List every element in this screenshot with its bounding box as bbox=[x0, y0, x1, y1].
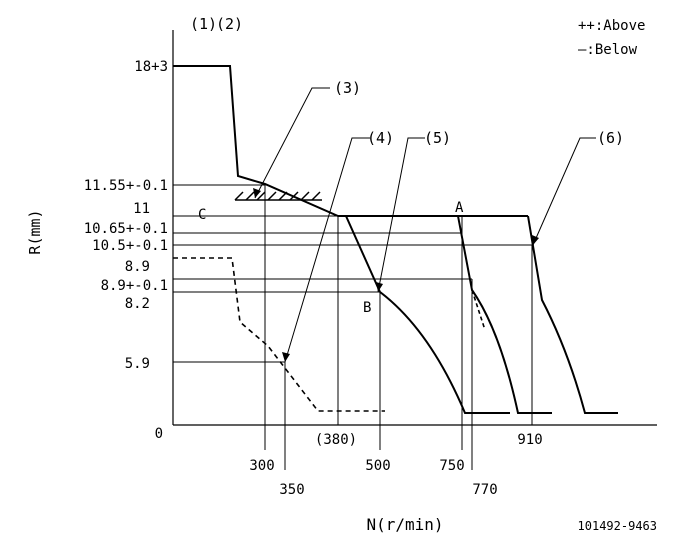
x-tick: (380) bbox=[315, 432, 357, 448]
curve-branch-b bbox=[345, 215, 510, 414]
drawing-number: 101492-9463 bbox=[578, 519, 657, 533]
dashed-curve bbox=[173, 257, 385, 412]
y-tick: 10.65+-0.1 bbox=[84, 221, 168, 237]
x-tick: 350 bbox=[279, 482, 304, 498]
legend-above: ++:Above bbox=[578, 18, 645, 34]
x-tick: 770 bbox=[472, 482, 497, 498]
x-tick: 300 bbox=[249, 458, 274, 474]
x-tick: 500 bbox=[365, 458, 390, 474]
curve-branch-a bbox=[457, 215, 552, 414]
x-tick: 910 bbox=[517, 432, 542, 448]
callout-5: (5) bbox=[424, 129, 451, 147]
y-tick: 8.9 bbox=[125, 259, 150, 275]
point-c-label: C bbox=[198, 207, 206, 223]
y-ticks: 18+3 11.55+-0.1 11 10.65+-0.1 10.5+-0.1 … bbox=[84, 59, 168, 442]
y-tick: 18+3 bbox=[134, 59, 168, 75]
callout-3: (3) bbox=[334, 79, 361, 97]
callout-leaders bbox=[254, 87, 596, 363]
main-curve bbox=[173, 65, 462, 217]
vertical-reference-lines bbox=[264, 185, 533, 470]
y-tick: 8.2 bbox=[125, 296, 150, 312]
y-tick: 8.9+-0.1 bbox=[101, 278, 168, 294]
x-ticks: 300 350 (380) 500 750 770 910 bbox=[249, 432, 542, 498]
arrowheads bbox=[253, 188, 539, 362]
y-tick: 10.5+-0.1 bbox=[92, 238, 168, 254]
y-tick: 11.55+-0.1 bbox=[84, 178, 168, 194]
y-tick: 11 bbox=[133, 201, 150, 217]
y-axis-title: R(mm) bbox=[26, 209, 44, 254]
callout-6: (6) bbox=[597, 129, 624, 147]
point-b-label: B bbox=[363, 300, 371, 316]
y-tick: 0 bbox=[155, 426, 163, 442]
hatched-stop bbox=[234, 191, 322, 201]
y-tick: 5.9 bbox=[125, 356, 150, 372]
label-col2: (2) bbox=[216, 15, 243, 33]
legend-below: —:Below bbox=[578, 42, 638, 58]
point-a-label: A bbox=[455, 200, 464, 216]
x-axis-title: N(r/min) bbox=[366, 515, 443, 534]
curve-branch-6 bbox=[527, 215, 618, 414]
dashed-branch-a bbox=[471, 289, 486, 331]
x-tick: 750 bbox=[439, 458, 464, 474]
reference-lines bbox=[173, 184, 532, 363]
callout-4: (4) bbox=[367, 129, 394, 147]
label-col1: (1) bbox=[190, 15, 217, 33]
